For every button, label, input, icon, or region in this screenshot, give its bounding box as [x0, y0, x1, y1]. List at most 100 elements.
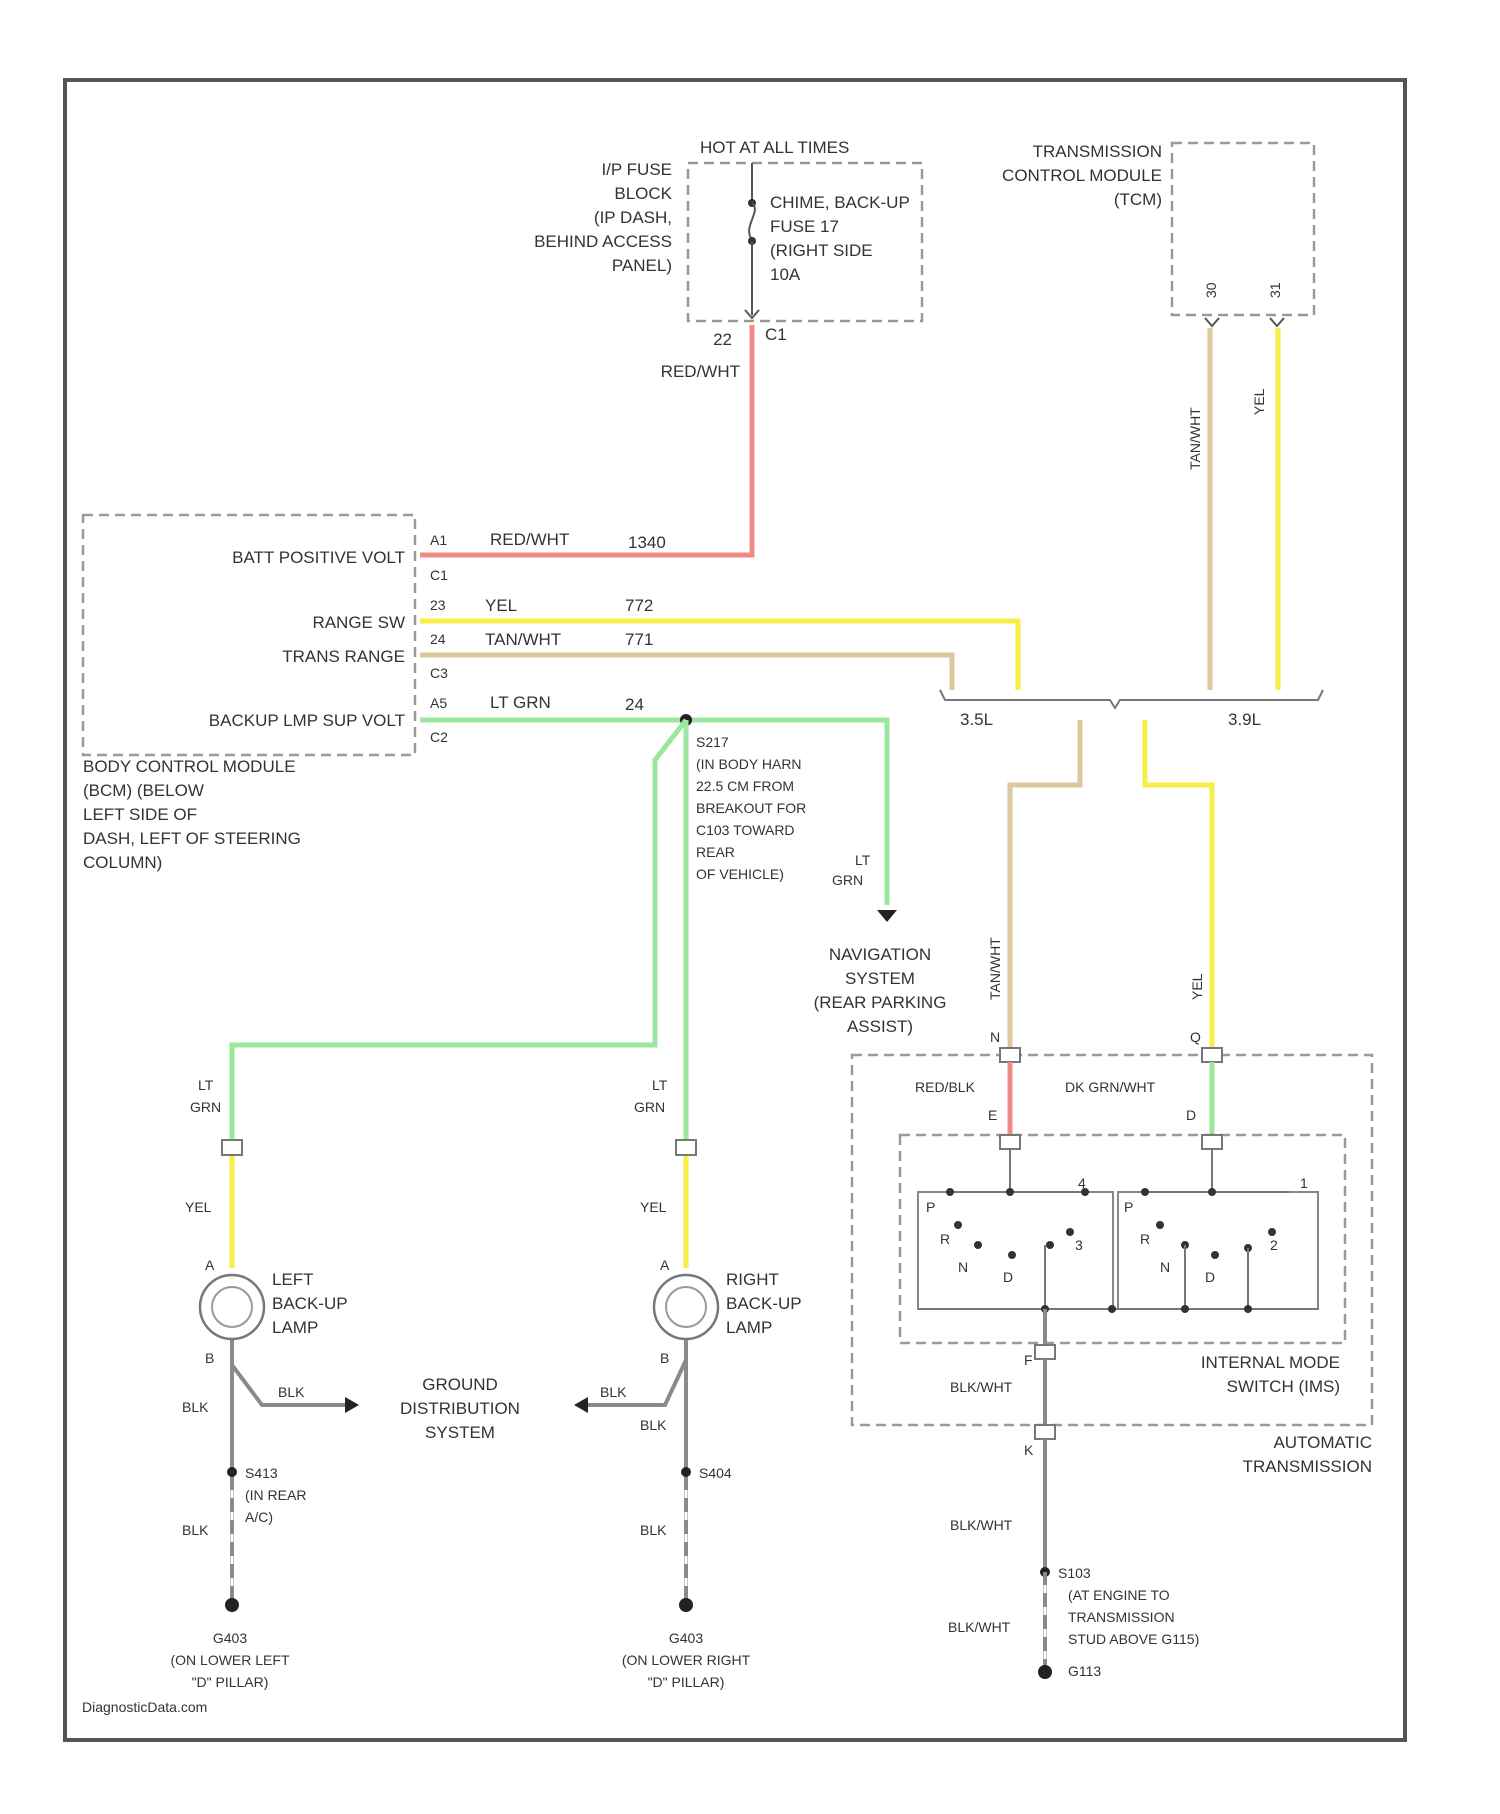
- left-lamp-name-1: LEFT: [272, 1270, 314, 1289]
- ims-right-pos-1: 1: [1300, 1175, 1308, 1191]
- variant-bracket: [940, 690, 1323, 708]
- wire-tan-trans: [420, 655, 952, 690]
- right-ground-1: G403: [669, 1630, 703, 1646]
- right-lamp-name-1: RIGHT: [726, 1270, 779, 1289]
- nav-wire-2: GRN: [832, 872, 863, 888]
- fuse-block-title: HOT AT ALL TIMES: [700, 138, 849, 157]
- ground-distribution-2: DISTRIBUTION: [400, 1399, 520, 1418]
- bcm-wire-backup: LT GRN: [490, 693, 551, 712]
- ims-left-dot-p: [946, 1188, 954, 1196]
- bcm-conn-c3: C3: [430, 665, 448, 681]
- trans-wire-ground-1: BLK/WHT: [950, 1517, 1013, 1533]
- ims-left-pos-d: D: [1003, 1269, 1013, 1285]
- left-g-wire-label: BLK: [182, 1522, 209, 1538]
- trans-ground-icon: [1038, 1665, 1052, 1679]
- tcm-connector-icon-2: [1270, 318, 1284, 326]
- ims-left-pos-r: R: [940, 1231, 950, 1247]
- left-ground-icon: [225, 1598, 239, 1612]
- wire-tan-trans-down: [1010, 720, 1080, 1050]
- tcm-box: [1172, 143, 1314, 315]
- splice-s217-note-2: 22.5 CM FROM: [696, 778, 794, 794]
- ims-bus-dot-3: [1181, 1305, 1189, 1313]
- trans-splice-id: S103: [1058, 1565, 1091, 1581]
- bcm-pin-23: 23: [430, 597, 446, 613]
- bcm-location-4: DASH, LEFT OF STEERING: [83, 829, 301, 848]
- trans-wire-dkgrn-label: DK GRN/WHT: [1065, 1079, 1156, 1095]
- right-branch-arrow-icon: [574, 1397, 588, 1413]
- wire-red-wht: [420, 325, 752, 555]
- trans-wire-red-label: RED/BLK: [915, 1079, 976, 1095]
- left-lamp-name-3: LAMP: [272, 1318, 318, 1337]
- bcm-conn-c1: C1: [430, 567, 448, 583]
- ims-bus-dot-2: [1108, 1305, 1116, 1313]
- fuse-block-location-5: PANEL): [612, 256, 672, 275]
- bcm-circuit-range: 772: [625, 596, 653, 615]
- tcm-name-1: TRANSMISSION: [1033, 142, 1162, 161]
- ims-bus-dot-4: [1244, 1305, 1252, 1313]
- ims-name-1: INTERNAL MODE: [1201, 1353, 1340, 1372]
- ground-distribution: GROUND DISTRIBUTION SYSTEM: [400, 1375, 520, 1442]
- left-pin-b: B: [205, 1350, 214, 1366]
- left-splice-id: S413: [245, 1465, 278, 1481]
- ims-right-pos-2: 2: [1270, 1237, 1278, 1253]
- tcm-name-2: CONTROL MODULE: [1002, 166, 1162, 185]
- bcm-wire-batt: RED/WHT: [490, 530, 569, 549]
- tcm-wire-yel-label: YEL: [1251, 388, 1267, 415]
- nav-label-2: SYSTEM: [845, 969, 915, 988]
- trans-wire-tan-label: TAN/WHT: [987, 937, 1003, 1000]
- trans-wire-ground-2: BLK/WHT: [948, 1619, 1011, 1635]
- right-splice-dot: [681, 1467, 691, 1477]
- bcm-pin-24: 24: [430, 631, 446, 647]
- ims-left-dot-d: [1008, 1251, 1016, 1259]
- tcm-wire-tan-label: TAN/WHT: [1187, 407, 1203, 470]
- ims-left-pos-4: 4: [1078, 1175, 1086, 1191]
- ground-distribution-1: GROUND: [422, 1375, 498, 1394]
- trans-pin-f: F: [1024, 1352, 1033, 1368]
- trans-ground-note-1: (AT ENGINE TO: [1068, 1587, 1170, 1603]
- wires-top: [420, 325, 1278, 905]
- tcm-pin-30: 30: [1203, 282, 1219, 298]
- bcm-circuit-batt: 1340: [628, 533, 666, 552]
- splice-s217-note-1: (IN BODY HARN: [696, 756, 802, 772]
- nav-label-3: (REAR PARKING: [814, 993, 947, 1012]
- nav-label-4: ASSIST): [847, 1017, 913, 1036]
- left-ground-2: (ON LOWER LEFT: [170, 1652, 289, 1668]
- wire-lt-grn-left: [232, 720, 686, 1140]
- ims-right-pos-p: P: [1124, 1199, 1133, 1215]
- ims-left-dot-top: [1006, 1188, 1014, 1196]
- left-connector-icon: [222, 1140, 242, 1155]
- left-wire-in-1: LT: [198, 1077, 214, 1093]
- ims-right-dot-1: [1268, 1228, 1276, 1236]
- bcm-pin-a1: A1: [430, 532, 447, 548]
- variant-3-9l: 3.9L: [1228, 710, 1261, 729]
- tcm-connector-icon-1: [1205, 318, 1219, 326]
- right-lamp-icon: [654, 1275, 718, 1339]
- trans-pin-d: D: [1186, 1107, 1196, 1123]
- ims-left-dot-n: [974, 1241, 982, 1249]
- ims-left-dot-3: [1046, 1241, 1054, 1249]
- ims-right-dot-top: [1208, 1188, 1216, 1196]
- fuse-wire-label: RED/WHT: [661, 362, 740, 381]
- right-ground-wire-label: BLK: [640, 1417, 667, 1433]
- trans-ground-id: G113: [1068, 1663, 1101, 1679]
- trans-ground-note-2: TRANSMISSION: [1068, 1609, 1175, 1625]
- right-pin-a: A: [660, 1257, 670, 1273]
- ims-name-2: SWITCH (IMS): [1227, 1377, 1340, 1396]
- trans-assembly-2: TRANSMISSION: [1243, 1457, 1372, 1476]
- bcm-pin-a5: A5: [430, 695, 447, 711]
- fuse-label-1: CHIME, BACK-UP: [770, 193, 910, 212]
- bcm-pin-label-backup: BACKUP LMP SUP VOLT: [209, 711, 405, 730]
- fuse-pin: 22: [713, 330, 732, 349]
- ims-conn-e-icon: [1000, 1135, 1020, 1149]
- trans-conn-k-icon: [1035, 1425, 1055, 1439]
- left-wire-in-2: GRN: [190, 1099, 221, 1115]
- left-ground-3: "D" PILLAR): [192, 1674, 269, 1690]
- bcm-pin-label-batt: BATT POSITIVE VOLT: [232, 548, 405, 567]
- fuse-block-location-2: BLOCK: [614, 184, 672, 203]
- trans-wire-yel-label: YEL: [1189, 973, 1205, 1000]
- splice-s217-note-6: OF VEHICLE): [696, 866, 784, 882]
- tcm-name-3: (TCM): [1114, 190, 1162, 209]
- nav-wire-1: LT: [855, 852, 871, 868]
- fuse-label-4: 10A: [770, 265, 801, 284]
- right-pin-b: B: [660, 1350, 669, 1366]
